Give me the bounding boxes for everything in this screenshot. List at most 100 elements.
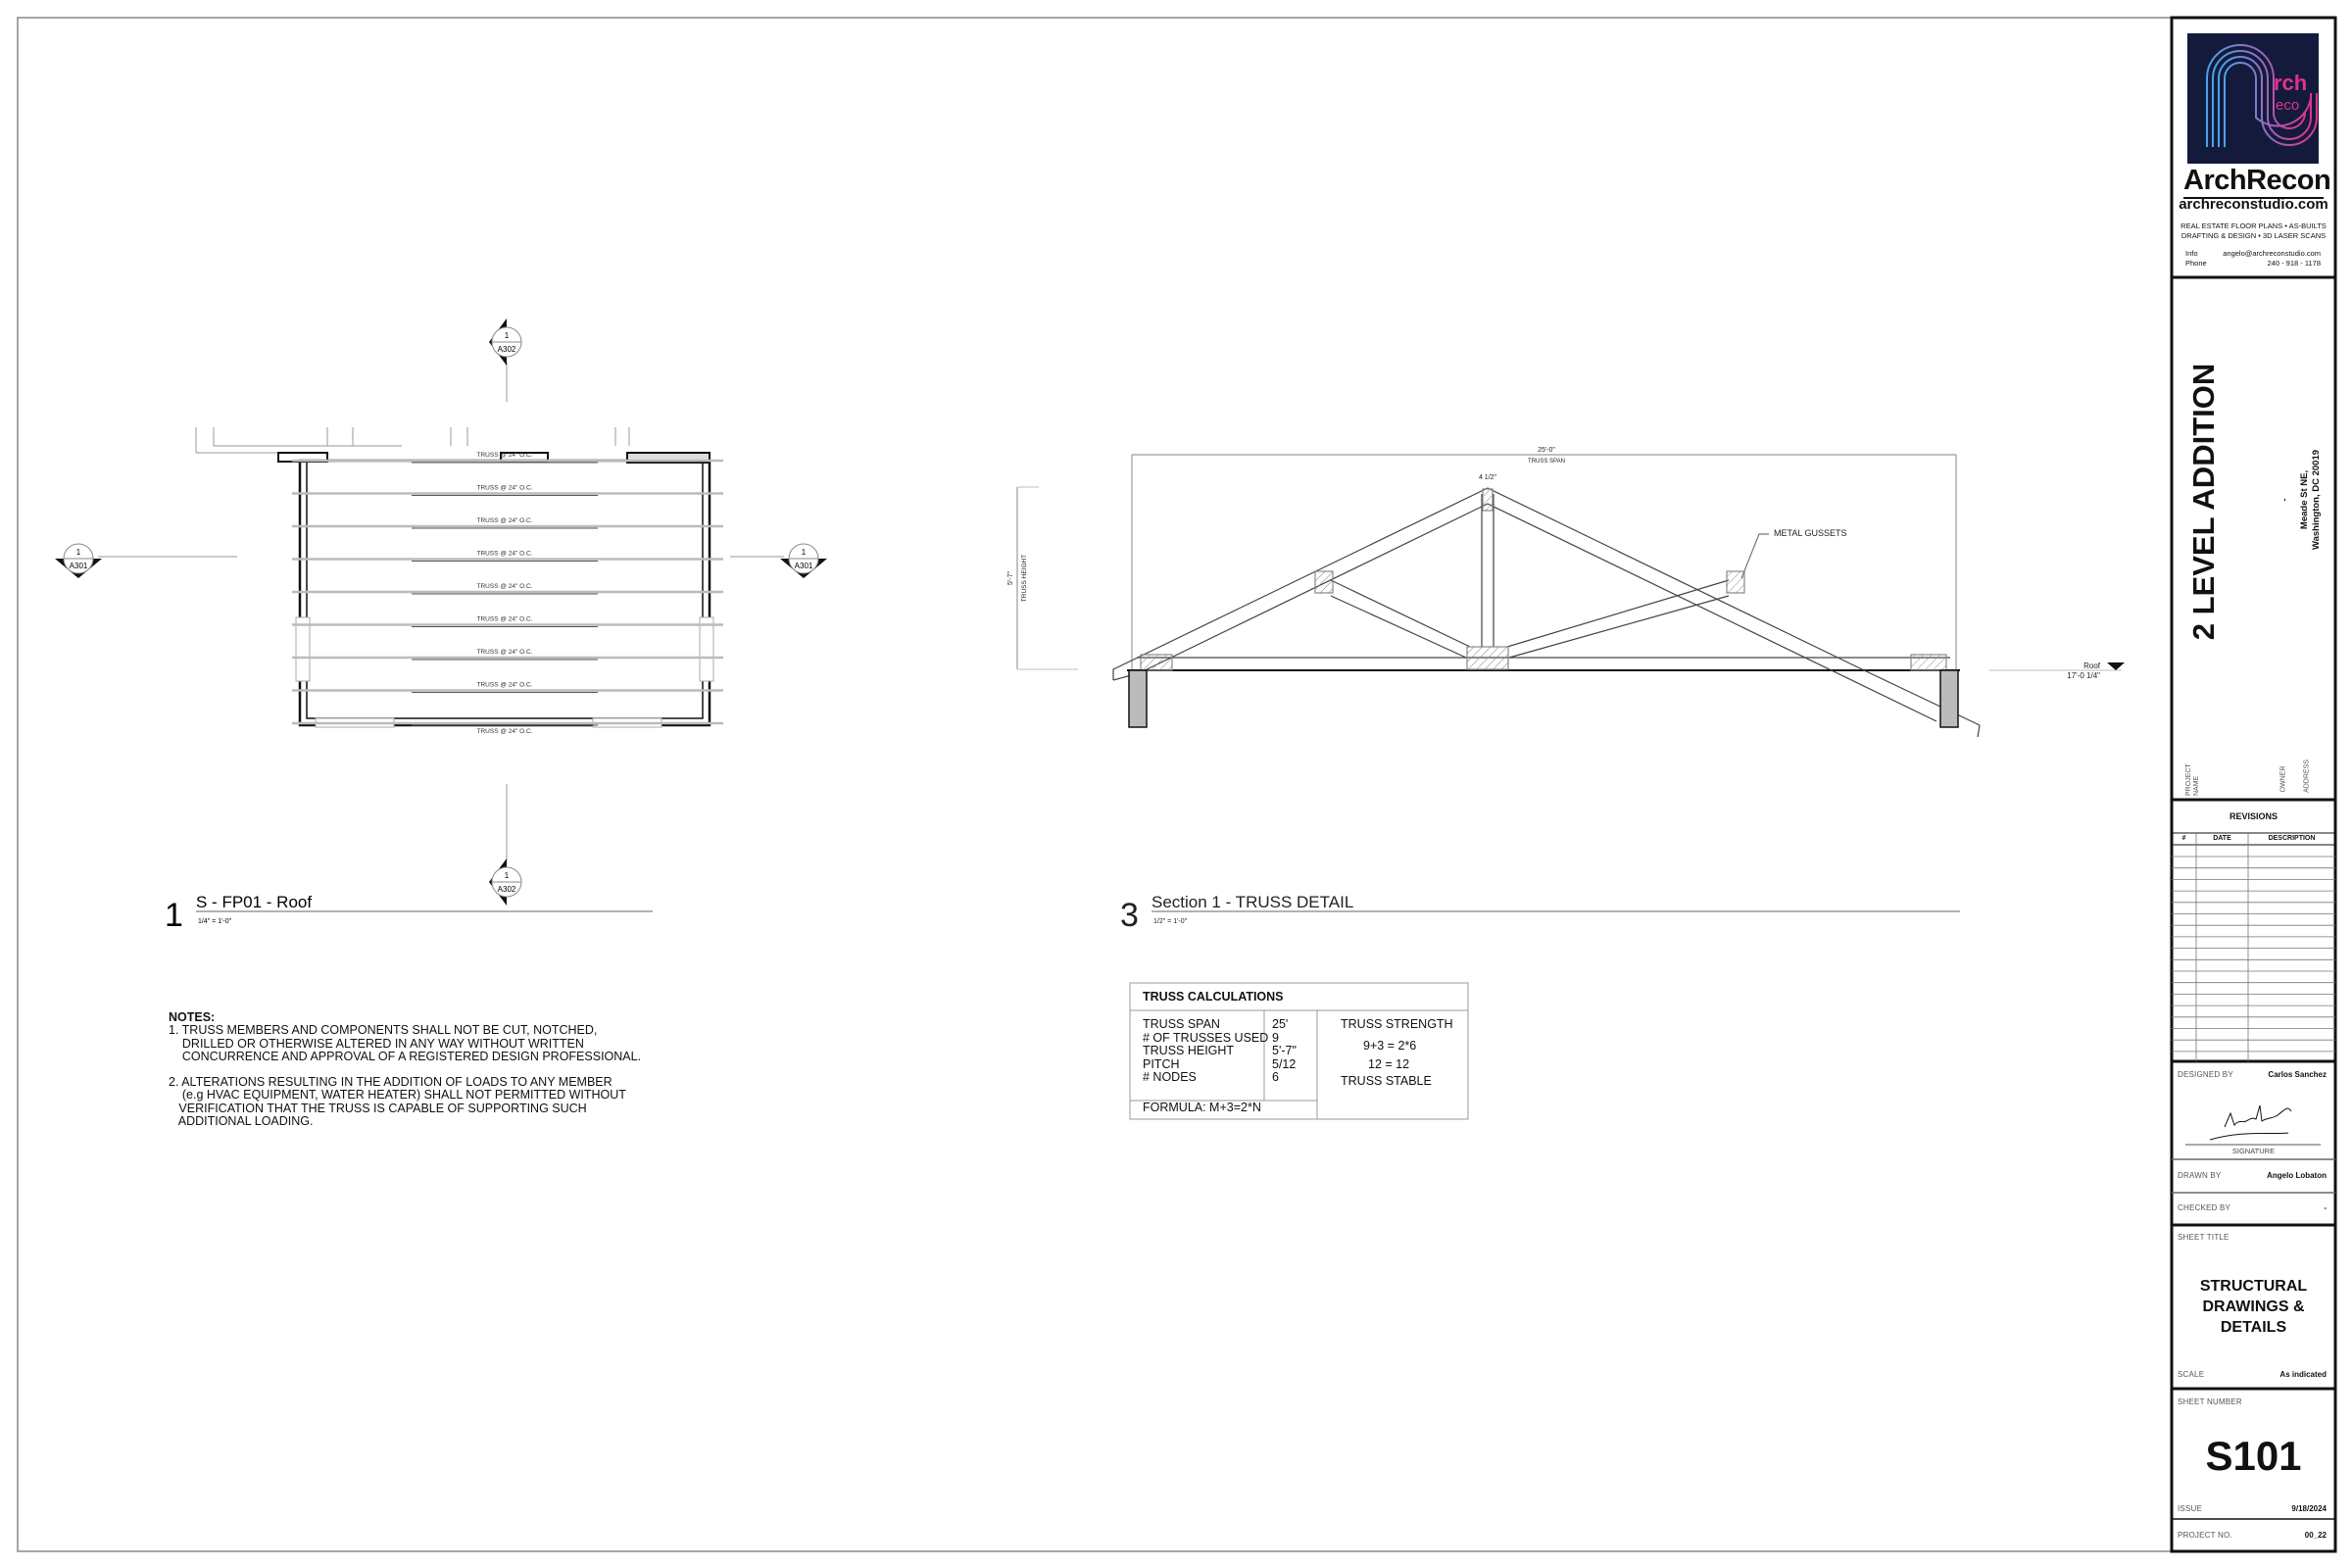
revisions-title: REVISIONS — [2229, 811, 2278, 821]
phone-label: Phone — [2185, 259, 2207, 268]
marker-sheet-ref: A302 — [498, 885, 516, 894]
brand-website: archreconstudio.com — [2179, 196, 2328, 213]
project-no-value: 00_22 — [2304, 1531, 2327, 1540]
svg-text:eco: eco — [2276, 97, 2299, 114]
truss-label: TRUSS @ 24" O.C. — [477, 517, 533, 524]
truss-strength-title: TRUSS STRENGTH — [1341, 1017, 1453, 1031]
roof-plan: TRUSS @ 24" O.C. TRUSS @ 24" O.C. TRUSS @ … — [98, 363, 784, 860]
project-name: 2 LEVEL ADDITION — [2186, 363, 2221, 641]
marker-sheet-ref: A301 — [795, 562, 813, 570]
level-name: Roof — [2083, 662, 2101, 670]
marker-number: 1 — [76, 548, 81, 557]
general-notes: NOTES:1. TRUSS MEMBERS AND COMPONENTS SH… — [169, 1010, 642, 1129]
notes-title: NOTES: — [169, 1010, 216, 1024]
sheet-number: S101 — [2205, 1433, 2302, 1479]
revisions-col-description: DESCRIPTION — [2268, 835, 2316, 842]
note-item: 2. ALTERATIONS RESULTING IN THE ADDITION… — [169, 1075, 626, 1129]
height-label: TRUSS HEIGHT — [1021, 555, 1028, 602]
checked-by-value: - — [2324, 1203, 2327, 1212]
marker-number: 1 — [802, 548, 807, 557]
truss-strength-result: TRUSS STABLE — [1341, 1074, 1432, 1088]
truss-label: TRUSS @ 24" O.C. — [477, 682, 533, 689]
truss-label: TRUSS @ 24" O.C. — [477, 452, 533, 459]
project-no-label: PROJECT NO. — [2178, 1531, 2232, 1540]
truss-label: TRUSS @ 24" O.C. — [477, 649, 533, 656]
sheet-title: STRUCTURAL DRAWINGS & DETAILS — [2172, 1276, 2335, 1338]
member-width-dimension: 4 1/2" — [1479, 474, 1497, 481]
span-dimension: 25'-0" — [1538, 447, 1555, 454]
archrecon-logo: rch eco — [2187, 33, 2319, 164]
roof-plan-title: S - FP01 - Roof — [196, 893, 312, 911]
scale-label: SCALE — [2178, 1370, 2205, 1379]
sheet-border — [17, 17, 2336, 1552]
issue-label: ISSUE — [2178, 1504, 2203, 1513]
level-elevation: 17'-0 1/4" — [2067, 671, 2100, 680]
roof-plan-number: 1 — [165, 897, 183, 934]
owner-label: OWNER — [2279, 765, 2287, 793]
sheet-title-label: SHEET TITLE — [2178, 1233, 2230, 1242]
height-dimension: 5'-7" — [1007, 571, 1014, 585]
scale-value: As indicated — [2279, 1370, 2327, 1379]
truss-detail-number: 3 — [1120, 897, 1139, 934]
designed-by-value: Carlos Sanchez — [2268, 1070, 2327, 1079]
marker-number: 1 — [505, 331, 510, 340]
marker-number: 1 — [505, 871, 510, 880]
gusset-callout: METAL GUSSETS — [1774, 528, 1847, 538]
address-label: ADDRESS — [2303, 760, 2311, 793]
drawn-by-value: Angelo Lobaton — [2267, 1171, 2327, 1180]
truss-calc-formula: FORMULA: M+3=2*N — [1143, 1101, 1261, 1114]
roof-plan-scale: 1/4" = 1'-0" — [198, 918, 232, 925]
address-line-1: Meade St NE, — [2299, 469, 2310, 530]
truss-calc-title: TRUSS CALCULATIONS — [1143, 990, 1284, 1004]
level-marker-icon — [2107, 662, 2125, 670]
tagline-2: DRAFTING & DESIGN • 3D LASER SCANS — [2180, 231, 2327, 240]
drawn-by-label: DRAWN BY — [2178, 1171, 2222, 1180]
owner-value: - — [2279, 498, 2289, 502]
phone-value: 240 - 918 - 1178 — [2267, 259, 2322, 268]
marker-sheet-ref: A302 — [498, 345, 516, 354]
span-label: TRUSS SPAN — [1528, 459, 1565, 465]
svg-text:rch: rch — [2274, 71, 2307, 95]
title-block-frame — [2170, 16, 2337, 1553]
truss-calculations-table — [1129, 982, 1469, 1120]
brand-name: ArchRecon — [2183, 165, 2331, 199]
truss-strength-eq2: 12 = 12 — [1368, 1057, 1410, 1071]
tagline-1: REAL ESTATE FLOOR PLANS • AS-BUILTS — [2180, 221, 2327, 230]
issue-date: 9/18/2024 — [2291, 1504, 2327, 1513]
sheet-title-line-3: DETAILS — [2220, 1319, 2287, 1336]
truss-label: TRUSS @ 24" O.C. — [477, 728, 533, 735]
marker-sheet-ref: A301 — [70, 562, 88, 570]
project-name-label: PROJECT NAME — [2185, 763, 2200, 796]
truss-label: TRUSS @ 24" O.C. — [477, 616, 533, 623]
truss-label: TRUSS @ 24" O.C. — [477, 583, 533, 590]
truss-detail-scale: 1/2" = 1'-0" — [1153, 918, 1188, 925]
truss-calc-labels: TRUSS SPAN # OF TRUSSES USED TRUSS HEIGH… — [1143, 1017, 1269, 1085]
truss-detail — [1016, 454, 2122, 738]
revisions-col-date: DATE — [2213, 835, 2231, 842]
designed-by-label: DESIGNED BY — [2178, 1070, 2233, 1079]
checked-by-label: CHECKED BY — [2178, 1203, 2231, 1212]
revisions-col-number: # — [2181, 835, 2186, 842]
info-email[interactable]: angelo@archreconstudio.com — [2223, 249, 2321, 258]
truss-detail-title: Section 1 - TRUSS DETAIL — [1152, 893, 1353, 911]
truss-strength-eq1: 9+3 = 2*6 — [1363, 1039, 1417, 1053]
sheet-title-line-2: DRAWINGS & — [2202, 1298, 2305, 1315]
address-line-2: Washington, DC 20019 — [2311, 449, 2322, 551]
truss-calc-values: 25' 9 5'-7" 5/12 6 — [1272, 1017, 1297, 1085]
truss-label: TRUSS @ 24" O.C. — [477, 551, 533, 558]
note-item: 1. TRUSS MEMBERS AND COMPONENTS SHALL NO… — [169, 1023, 642, 1063]
signature-label: SIGNATURE — [2231, 1147, 2276, 1155]
info-label: Info — [2185, 249, 2198, 258]
sheet-title-line-1: STRUCTURAL — [2199, 1278, 2308, 1295]
signature-image — [2209, 1105, 2292, 1141]
truss-label: TRUSS @ 24" O.C. — [477, 485, 533, 492]
project-address: Meade St NE,Washington, DC 20019 — [2299, 450, 2323, 550]
sheet-number-label: SHEET NUMBER — [2178, 1397, 2242, 1406]
revisions-table-grid — [2172, 833, 2335, 1061]
